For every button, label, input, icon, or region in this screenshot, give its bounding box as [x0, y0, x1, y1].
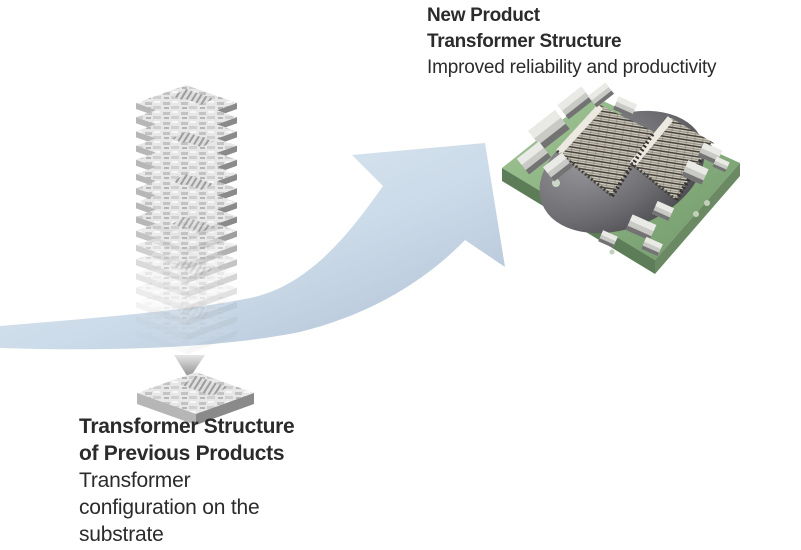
smd-component	[528, 110, 570, 150]
smd-component	[516, 141, 552, 175]
smd-component	[625, 214, 657, 241]
winding-block-right	[630, 116, 712, 200]
smd-component	[641, 236, 663, 257]
smd-component	[588, 82, 614, 108]
previous-product-subtitle-line1: Transformer	[79, 469, 191, 492]
smd-component	[543, 152, 573, 182]
smd-component	[651, 200, 675, 222]
new-product-subtitle: Improved reliability and productivity	[427, 57, 717, 78]
smd-component	[557, 86, 593, 120]
substrate-base-illustration	[137, 372, 254, 425]
growth-arrow	[0, 143, 505, 350]
smd-component	[598, 230, 618, 248]
previous-product-caption: Transformer Structure of Previous Produc…	[79, 413, 295, 548]
previous-stack-illustration	[136, 85, 237, 355]
smd-component	[712, 156, 730, 173]
smd-component	[681, 160, 709, 185]
smd-component	[613, 96, 637, 118]
previous-product-title-line2: of Previous Products	[79, 442, 285, 465]
previous-product-subtitle-line3: substrate	[79, 523, 164, 546]
new-product-title-line2: Transformer Structure	[427, 31, 622, 52]
compress-arrow-icon	[174, 355, 205, 379]
smd-components	[516, 82, 730, 257]
previous-product-title-line1: Transformer Structure	[79, 415, 295, 438]
new-module-illustration	[502, 82, 740, 274]
previous-product-subtitle-line2: configuration on the	[79, 496, 260, 519]
stack-layer	[136, 312, 237, 355]
new-product-title-line1: New Product	[427, 5, 540, 26]
new-product-caption: New Product Transformer Structure Improv…	[427, 3, 717, 81]
